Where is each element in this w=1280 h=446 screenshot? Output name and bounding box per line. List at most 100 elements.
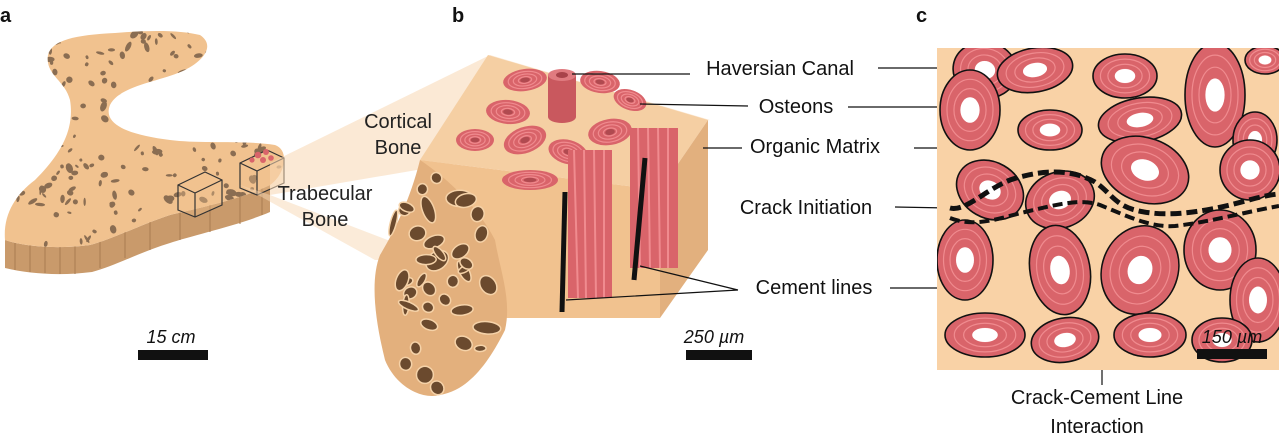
pore xyxy=(29,56,34,63)
pore xyxy=(204,87,216,94)
osteon xyxy=(1100,224,1180,316)
pore xyxy=(89,163,95,168)
cement-line-2 xyxy=(631,157,648,281)
osteon-ring xyxy=(963,322,1007,348)
pore xyxy=(71,116,79,121)
pore xyxy=(267,98,274,107)
pore xyxy=(478,274,498,296)
pore xyxy=(67,148,73,153)
osteon xyxy=(1092,53,1158,99)
sample-cube-trabecular xyxy=(177,171,223,218)
pore xyxy=(43,240,48,247)
pore xyxy=(83,163,90,170)
osteon-ring xyxy=(620,93,640,107)
pore xyxy=(415,253,437,266)
pore xyxy=(277,30,282,34)
pore xyxy=(188,71,196,81)
osteon-ring xyxy=(1032,118,1068,142)
pore xyxy=(193,53,203,58)
pore xyxy=(195,102,204,112)
osteon-ring xyxy=(507,171,553,189)
osteon-ring xyxy=(593,78,607,86)
pore xyxy=(232,51,236,57)
pore xyxy=(200,238,207,246)
osteon xyxy=(1028,224,1092,316)
osteon-ring xyxy=(602,127,618,137)
pore xyxy=(421,301,435,314)
pore xyxy=(454,335,473,352)
osteon xyxy=(1219,139,1279,201)
panel-b: b Cortical Bone Trab xyxy=(278,5,752,396)
pore xyxy=(223,183,229,189)
osteon xyxy=(502,170,558,190)
pore xyxy=(80,103,86,109)
pore xyxy=(248,63,252,70)
panel-a-scale-text: 15 cm xyxy=(146,327,195,347)
osteon-ring xyxy=(1130,322,1170,348)
pore xyxy=(44,100,49,105)
pore xyxy=(181,87,187,91)
pore xyxy=(154,38,158,45)
pore xyxy=(157,33,163,38)
osteon-ring xyxy=(946,78,994,142)
pore xyxy=(138,207,142,212)
osteon-ring xyxy=(1107,63,1143,89)
pore xyxy=(88,80,95,87)
osteon-ring xyxy=(1191,54,1239,136)
haversian-canal xyxy=(1022,62,1048,78)
pore xyxy=(22,76,28,82)
pore xyxy=(100,101,107,112)
pore xyxy=(67,211,72,214)
osteon-ring xyxy=(1109,235,1171,305)
osteon-ring xyxy=(508,128,542,152)
osteon xyxy=(1017,109,1083,151)
pore xyxy=(41,193,47,198)
pore xyxy=(51,39,61,44)
panel-a-scale-bar xyxy=(138,350,208,360)
osteon xyxy=(1184,48,1246,148)
pore xyxy=(210,142,216,150)
pore xyxy=(219,230,226,235)
pore xyxy=(257,143,262,153)
pore xyxy=(246,121,252,126)
panel-b-label: b xyxy=(452,5,464,27)
pore xyxy=(81,30,88,34)
pore xyxy=(66,190,74,196)
pore xyxy=(68,175,74,180)
osteons-top xyxy=(456,68,647,190)
callout-interaction-2: Interaction xyxy=(1050,416,1143,438)
pore xyxy=(210,56,216,62)
pore xyxy=(147,34,151,41)
osteon xyxy=(456,129,494,151)
pore xyxy=(416,182,429,196)
pore xyxy=(450,243,470,260)
osteon-ring xyxy=(1198,66,1232,124)
osteon-ring xyxy=(1242,276,1274,324)
pore xyxy=(408,225,427,242)
osteon xyxy=(503,68,547,92)
pore xyxy=(32,125,36,135)
pore xyxy=(283,31,285,35)
pore xyxy=(201,157,205,162)
osteon-ring xyxy=(1099,58,1151,94)
pore xyxy=(459,256,474,270)
osteon-ring xyxy=(1033,177,1087,223)
pore xyxy=(25,43,31,47)
osteon-ring xyxy=(495,104,521,120)
osteon-ring xyxy=(520,176,540,184)
osteon xyxy=(939,69,1001,151)
pore xyxy=(249,118,257,125)
pore xyxy=(23,39,34,47)
callout-interaction-1: Crack-Cement Line xyxy=(1011,387,1183,409)
haversian-canal xyxy=(1050,255,1070,285)
haversian-canal xyxy=(1212,332,1232,348)
osteon-ring xyxy=(1121,317,1179,353)
pore xyxy=(237,126,243,132)
pore xyxy=(165,195,175,202)
osteon-ring xyxy=(949,238,981,282)
pore xyxy=(279,125,285,136)
haversian-canal xyxy=(972,327,998,343)
pore xyxy=(18,83,24,90)
haversian-canal xyxy=(1240,160,1260,180)
trabecular-label-2: Bone xyxy=(302,209,349,231)
